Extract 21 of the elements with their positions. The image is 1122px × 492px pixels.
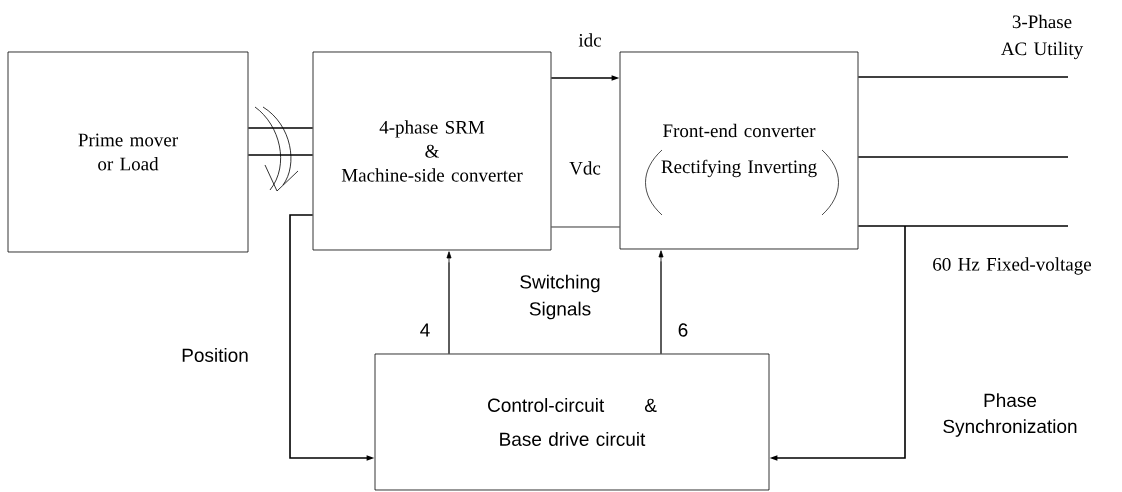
text-label: 60 Hz Fixed-voltage [933,257,1091,275]
block-box: 4-phase SRM & Machine-side converter [312,51,552,251]
block-box: Control-circuit & Base drive circuit [374,353,770,491]
connector [857,156,1069,158]
edge-label: 6 [678,323,688,337]
edge-label: Position [182,348,248,362]
block-box: Prime mover or Load [7,51,249,253]
text-label: Switching Signals [520,274,600,320]
edge-label: 4 [420,323,430,337]
edge-label: Phase Synchronization [943,393,1077,437]
connector [857,76,1069,78]
connector [857,225,1069,227]
connector [658,250,664,354]
connector [446,251,452,354]
edge-label: idc [578,33,601,47]
connector [551,226,620,228]
connector [247,154,314,156]
connector [247,127,314,129]
block-box: Front-end converter Rectifying Inverting [619,51,859,250]
text-label: 3-Phase AC Utility [1001,14,1084,60]
text-label: Vdc [569,161,601,175]
